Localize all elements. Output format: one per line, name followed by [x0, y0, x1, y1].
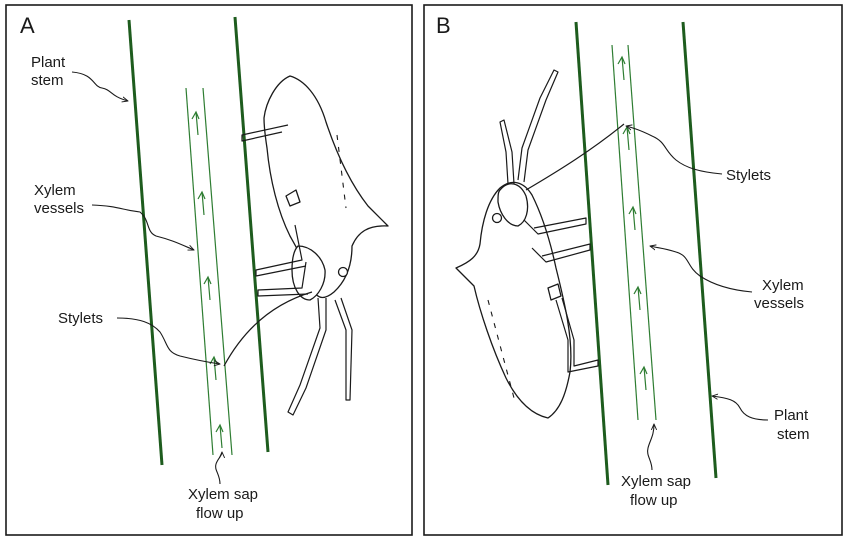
panel-b-xylem-left: [611, 44, 639, 421]
panel-a-stylets: [223, 291, 313, 367]
panel-b-plant-stem-leader: [712, 396, 769, 421]
panel-b-xylem-label-2: vessels: [754, 295, 804, 312]
panel-a-plant-stem-label-1: Plant: [31, 54, 66, 71]
panel-b-insect-joint: [547, 283, 562, 301]
panel-b-xylem-label-1: Xylem: [762, 277, 804, 294]
panel-a-insect-eye: [337, 266, 349, 278]
panel-b-stem-right: [681, 21, 718, 479]
panel-b-xylem-right: [627, 44, 657, 421]
panel-a-plant-stem-leader: [71, 71, 128, 101]
panel-a-sap-label-2: flow up: [196, 505, 244, 522]
panel-a-sap-leader: [215, 452, 222, 485]
panel-b-insect-eye: [491, 212, 503, 224]
panel-a-stem-right: [233, 16, 270, 453]
panel-b-insect: [455, 69, 625, 419]
panel-b-insect-body: [455, 181, 572, 419]
panel-b-xylem-leader: [650, 246, 753, 293]
panel-a-insect-head: [291, 245, 326, 301]
panel-a-insect-body: [263, 75, 389, 299]
panel-b-flow-arrows: [617, 55, 648, 391]
panel-a-xylem-leader: [91, 204, 194, 250]
panel-a-sap-label-1: Xylem sap: [188, 486, 258, 503]
panel-a-xylem-label-1: Xylem: [34, 182, 76, 199]
panel-b-stylets: [525, 123, 625, 191]
panel-a-frame: [5, 4, 413, 536]
panel-a-xylem-left: [185, 87, 214, 456]
panel-b-stylets-label: Stylets: [726, 167, 771, 184]
panel-b-stem-left: [574, 21, 610, 486]
panel-b-plant-stem-label-2: stem: [777, 426, 810, 443]
panel-a-letter: A: [20, 13, 35, 38]
panel-a: A: [5, 4, 413, 536]
panel-a-flow-arrows: [191, 110, 224, 449]
panel-a-stem-left: [127, 19, 164, 466]
panel-b-frame: [423, 4, 843, 536]
panel-a-xylem-right: [202, 87, 233, 456]
panel-b: B: [423, 4, 843, 536]
panel-a-stylets-leader: [116, 317, 220, 364]
panel-b-letter: B: [436, 13, 451, 38]
panel-a-xylem-label-2: vessels: [34, 200, 84, 217]
panel-b-plant-stem-label-1: Plant: [774, 407, 809, 424]
panel-a-stylets-label: Stylets: [58, 310, 103, 327]
panel-b-stylets-leader: [626, 126, 723, 175]
panel-a-insect: [223, 75, 389, 416]
panel-a-plant-stem-label-2: stem: [31, 72, 64, 89]
panel-b-sap-label-1: Xylem sap: [621, 473, 691, 490]
panel-a-insect-joint: [285, 189, 301, 207]
panel-b-sap-label-2: flow up: [630, 492, 678, 509]
panel-b-sap-leader: [647, 424, 654, 471]
panel-b-insect-head: [497, 183, 529, 227]
